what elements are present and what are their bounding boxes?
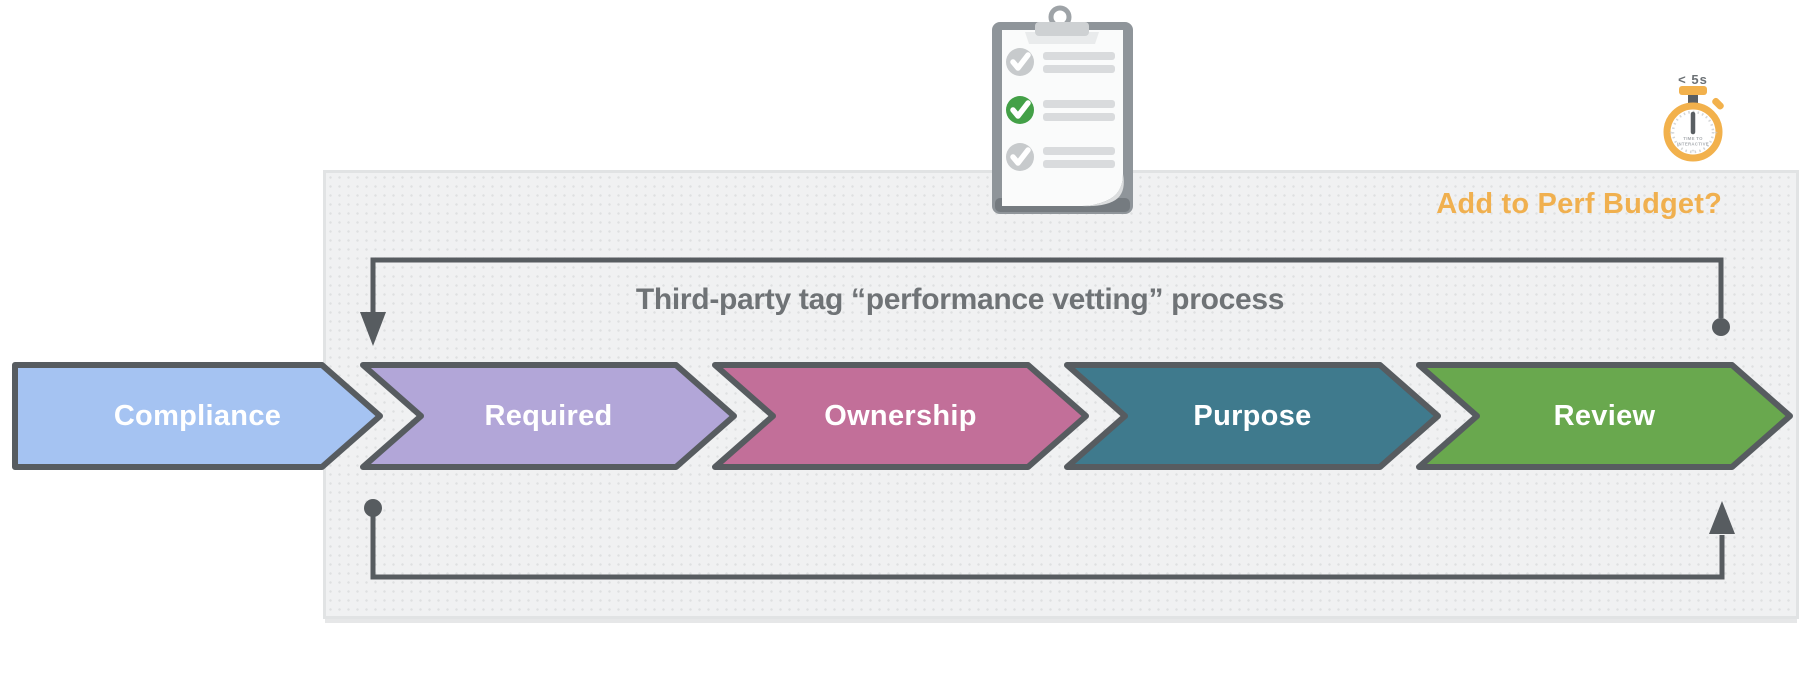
checklist-row-1 [1006,48,1115,76]
bottom-loop-start-dot [364,499,382,517]
top-loop-start-dot [1712,318,1730,336]
check-mark-icon [1010,147,1031,166]
dial-plus-right: + [1714,131,1718,137]
stage-label-ownership: Ownership [824,399,977,432]
checklist-text-bar [1043,65,1115,73]
check-mark-icon [1010,100,1031,119]
checklist-text-bar [1043,147,1115,155]
stopwatch-dial-label-line2: INTERACTIVE [1677,142,1709,147]
dial-plus-left: + [1669,131,1673,137]
stage-label-compliance: Compliance [113,399,282,432]
feedback-loop-ends [360,312,1735,534]
checklist-text-bar [1043,160,1115,168]
stopwatch-side-knob [1712,97,1724,110]
feedback-loop-lines [370,257,1725,580]
stopwatch-stem [1688,93,1698,105]
stopwatch-icon: TIME TO INTERACTIVE + + + [1663,86,1724,162]
stopwatch-tick-ring [1671,110,1715,154]
dial-plus-bottom: + [1691,149,1695,155]
stopwatch-button [1679,86,1707,95]
stopwatch-dial-label-line1: TIME TO [1683,136,1703,141]
checklist-row-3 [1006,143,1115,171]
diagram-title: Third-party tag “performance vetting” pr… [635,283,1285,316]
down-arrowhead-icon [360,312,386,346]
stage-label-required: Required [484,399,613,432]
stage-chevrons [12,362,1793,470]
checklist-text-bar [1043,100,1115,108]
checklist-clipboard-icon [992,5,1133,214]
bottom-loop-line [370,512,1725,580]
checklist-text-bar [1043,52,1115,60]
top-loop-line [370,257,1724,318]
stage-shape-purpose [1064,362,1441,470]
checklist-text-bar [1043,113,1115,121]
clipboard-paper-curl [1082,174,1124,207]
clipboard-clip [1035,22,1089,36]
perf-budget-question: Add to Perf Budget? [1436,188,1722,220]
stopwatch-caption: < 5s [1678,72,1708,87]
stage-label-review: Review [1553,399,1656,432]
stage-shape-review [1416,362,1793,470]
stage-shape-required [360,362,737,470]
stage-label-purpose: Purpose [1193,399,1312,432]
stage-shape-compliance [12,362,383,470]
check-mark-icon [1010,52,1031,71]
stage-shape-ownership [712,362,1089,470]
checklist-row-2 [1006,96,1115,124]
up-arrowhead-icon [1709,501,1735,534]
